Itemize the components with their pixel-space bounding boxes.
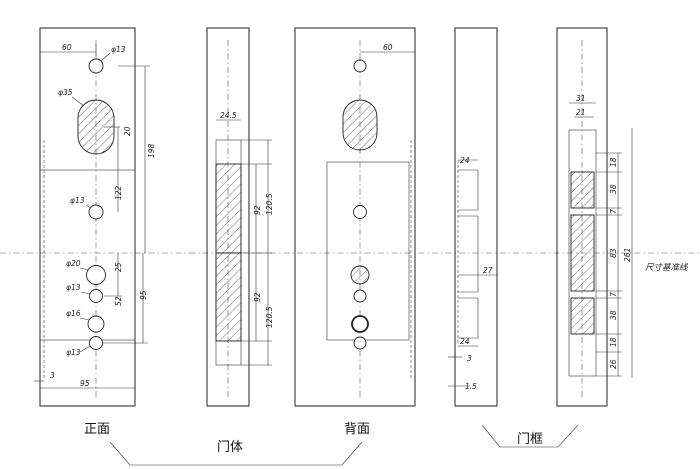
door-frame-caption: 门框 (517, 432, 543, 447)
back-dim-60: 60 (383, 43, 393, 52)
frame-slot-3 (570, 297, 595, 335)
front-dim-198: 198 (147, 143, 156, 158)
side-dim-1205a: 120.5 (265, 193, 274, 215)
frame-front-dim-26: 26 (609, 359, 618, 369)
frame-front-view: 31 21 18 38 7 83 261 7 38 18 26 (556, 27, 633, 407)
front-hole-mid (88, 204, 104, 220)
front-dim-20: 20 (123, 126, 132, 136)
front-dim-95h: 95 (80, 379, 90, 388)
back-hole-top (353, 59, 367, 73)
frame-slot-1 (570, 171, 595, 209)
front-hole-13c (89, 336, 103, 350)
door-frame-bracket (481, 424, 579, 448)
front-dim-95v: 95 (139, 290, 148, 300)
frame-front-dim-18a: 18 (609, 157, 618, 167)
frame-front-dim-7b: 7 (609, 292, 618, 297)
door-body-bracket (109, 441, 363, 466)
front-view-caption: 正面 (84, 422, 110, 437)
front-label-hole-13c: φ13 (66, 348, 81, 357)
front-dim-122: 122 (114, 185, 123, 200)
front-hole-20 (86, 265, 106, 285)
back-plate-outline (294, 27, 416, 407)
frame-front-dim-83: 83 (609, 248, 618, 258)
frame-front-dim-38a: 38 (609, 184, 618, 194)
front-plate-outline (39, 27, 136, 407)
frame-front-dim-7a: 7 (609, 209, 618, 214)
frame-side-dim-15: 1.5 (465, 382, 477, 391)
back-lock-body-outline (326, 161, 410, 341)
back-view-caption: 背面 (344, 422, 370, 437)
door-body-caption: 门体 (217, 440, 243, 455)
side-dim-92b: 92 (253, 292, 262, 302)
back-hole-13b (353, 289, 367, 303)
frame-side-profile (458, 169, 479, 339)
side-view: 24.5 92 120.5 92 120.5 (206, 27, 274, 407)
front-view: 60 φ13 φ35 198 20 122 φ13 25 52 95 φ20 φ… (34, 27, 156, 437)
front-label-hole-20: φ20 (66, 259, 81, 268)
back-hole-13c (353, 336, 367, 350)
back-hole-16 (351, 315, 369, 333)
back-hole-mid (353, 205, 367, 219)
frame-front-inner-outline (568, 129, 597, 377)
side-plate-outline (206, 27, 250, 407)
frame-slot-2 (570, 214, 595, 292)
frame-side-outline (454, 27, 498, 407)
side-hatched-lower (215, 252, 242, 342)
frame-side-dim-3: 3 (467, 354, 472, 363)
frame-front-dim-21: 21 (576, 108, 586, 117)
back-hole-20 (350, 265, 370, 285)
frame-front-dim-31: 31 (576, 94, 586, 103)
side-dim-92a: 92 (253, 205, 262, 215)
frame-side-dim-27: 27 (483, 266, 493, 275)
frame-front-outline (556, 27, 608, 407)
side-hatched-upper (215, 163, 242, 254)
front-label-hole-top: φ13 (111, 45, 126, 54)
front-hole-13b (89, 289, 103, 303)
frame-side-dim-24b: 24 (460, 337, 470, 346)
front-dim-25: 25 (114, 262, 123, 272)
front-hole-16 (87, 315, 105, 333)
frame-side-dim-24a: 24 (460, 156, 470, 165)
frame-side-view: 24 27 24 3 1.5 (448, 27, 498, 407)
back-view: 60 (294, 27, 416, 407)
frame-front-dim-18b: 18 (609, 337, 618, 347)
front-dim-60: 60 (62, 43, 72, 52)
front-label-hole-big: φ35 (58, 88, 73, 97)
front-label-hole-16: φ16 (66, 309, 81, 318)
frame-front-dim-38b: 38 (609, 310, 618, 320)
front-label-hole-mid: φ13 (70, 196, 85, 205)
front-lock-body-outline (39, 169, 136, 341)
frame-front-dim-261: 261 (623, 248, 632, 262)
front-label-hole-13b: φ13 (66, 283, 81, 292)
back-cylinder-hole (342, 99, 378, 151)
side-dim-1205b: 120.5 (265, 306, 274, 328)
reference-line-label: 尺寸基准线 (645, 262, 689, 273)
side-dim-245: 24.5 (220, 111, 237, 120)
front-hole-top (88, 58, 104, 74)
front-dim-52: 52 (114, 296, 123, 306)
front-dim-3: 3 (50, 371, 55, 380)
